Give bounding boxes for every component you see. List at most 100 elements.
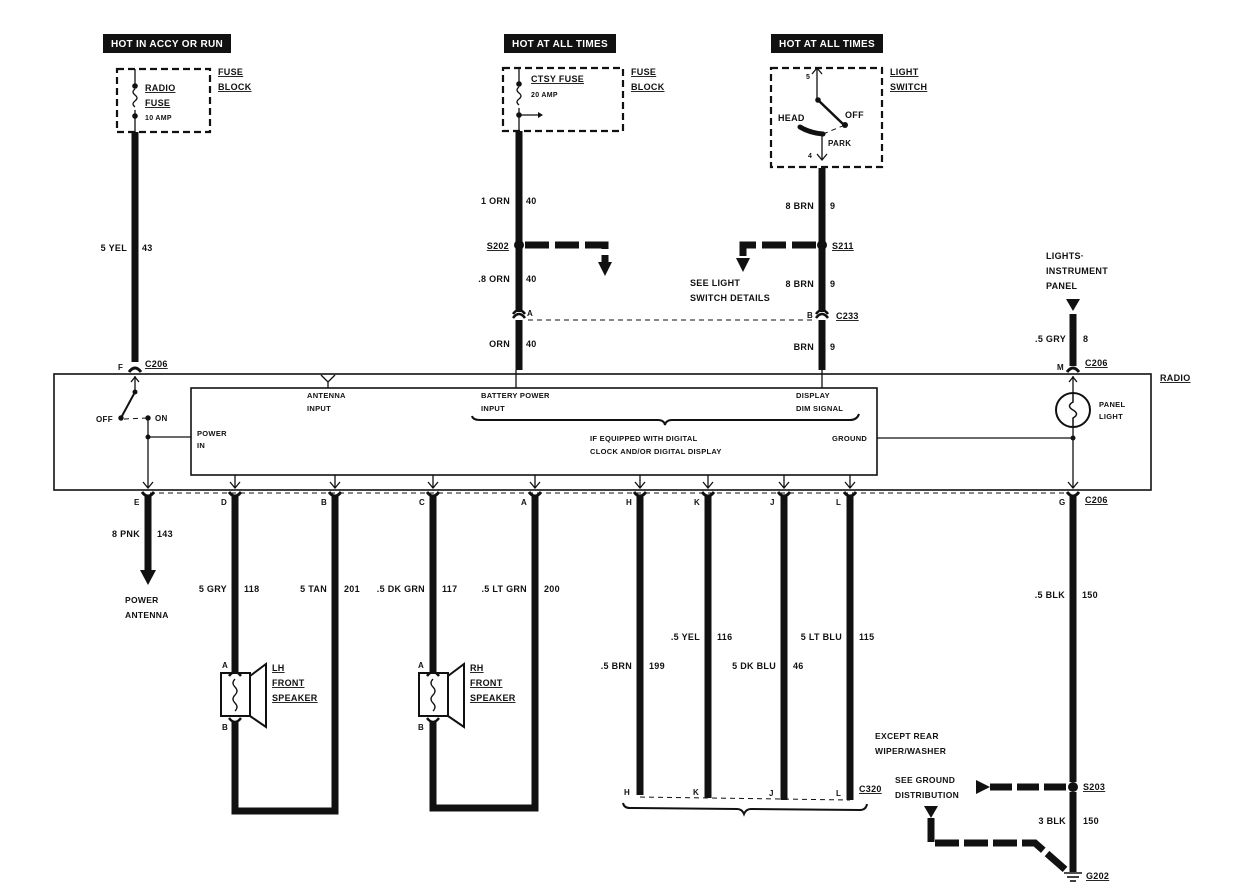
connector-c233: A B C233 [512, 308, 859, 321]
power-antenna: POWER ANTENNA [125, 570, 168, 620]
see-ground-note-2: DISTRIBUTION [895, 790, 959, 800]
see-light-switch-note-2: SWITCH DETAILS [690, 293, 770, 303]
arrow-down-icon [924, 806, 938, 818]
display-dim-label: DISPLAY [796, 391, 830, 400]
lights-label-2: INSTRUMENT [1046, 266, 1108, 276]
switch-off-label: OFF [96, 415, 113, 424]
circuit-number: 9 [830, 279, 835, 289]
arrow-down-icon [736, 258, 750, 272]
radio-unit: RADIO F C206 M C206 OFF ON POWER IN ANTE… [53, 358, 1190, 491]
circuit-number: 143 [157, 529, 173, 539]
circuit-number: 150 [1082, 590, 1098, 600]
fuse-block-label: FUSE [631, 67, 656, 77]
c320-pin: H [624, 788, 630, 797]
light-switch-label: LIGHT [890, 67, 919, 77]
pin-label: H [626, 498, 632, 507]
circuit-number: 40 [526, 274, 537, 284]
see-light-switch-note: SEE LIGHT [690, 278, 740, 288]
lights-label-3: PANEL [1046, 281, 1078, 291]
wire-label: .5 BLK [1035, 590, 1066, 600]
splice-s211-icon [817, 240, 827, 250]
splice-s202-icon [514, 240, 524, 250]
speaker-pin-a: A [418, 661, 424, 670]
wire-label: .5 DK GRN [377, 584, 425, 594]
wire-43: 5 YEL 43 [101, 132, 152, 362]
wire-label: .5 GRY [1035, 334, 1066, 344]
radio-fuse-name-2: FUSE [145, 98, 170, 108]
display-dim-label-2: DIM SIGNAL [796, 404, 843, 413]
digital-note: IF EQUIPPED WITH DIGITAL [590, 434, 698, 443]
see-ground-note: SEE GROUND [895, 775, 955, 785]
light-switch-head: HEAD [778, 113, 805, 123]
bottom-wire-l: L 5 LT BLU 115 [801, 475, 874, 800]
wire-label: 5 DK BLU [732, 661, 776, 671]
wire-label: 3 BLK [1038, 816, 1066, 826]
pin-label: A [521, 498, 527, 507]
pin-label: B [321, 498, 327, 507]
circuit-number: 201 [344, 584, 360, 594]
light-switch-pin-4: 4 [808, 153, 812, 160]
ctsy-fuse-name: CTSY FUSE [531, 74, 584, 84]
arrow-down-icon [140, 570, 156, 585]
wire-label: 5 TAN [300, 584, 327, 594]
circuit-number: 115 [859, 632, 874, 642]
c233-pin-b: B [807, 311, 813, 320]
fuse-block-label-2: BLOCK [631, 82, 665, 92]
circuit-number: 40 [526, 339, 537, 349]
fuse-terminal-icon [132, 83, 138, 89]
splice-s203-icon [1068, 782, 1078, 792]
wire-label: 5 GRY [199, 584, 227, 594]
antenna-input-label: ANTENNA [307, 391, 346, 400]
wire-label: 8 PNK [112, 529, 140, 539]
radio-fuse-rating: 10 AMP [145, 115, 172, 122]
wire-label: .5 BRN [601, 661, 632, 671]
splice-s203-label: S203 [1083, 782, 1105, 792]
power-source-center: HOT AT ALL TIMES [504, 34, 616, 53]
wire-9: 8 BRN 9 8 BRN 9 BRN 9 S211 SEE LIGHT SWI… [690, 168, 853, 370]
wire-label: 5 LT BLU [801, 632, 842, 642]
arrow-left-icon [976, 780, 990, 794]
speaker-label-3: SPEAKER [272, 693, 318, 703]
circuit-number: 116 [717, 632, 732, 642]
speaker-label-3: SPEAKER [470, 693, 516, 703]
c206-label: C206 [1085, 358, 1108, 368]
speaker-icon [220, 672, 251, 717]
power-in-label: POWER [197, 429, 227, 438]
bottom-wire-c: C .5 DK GRN 117 [377, 475, 457, 672]
radio-fuse-name: RADIO [145, 83, 176, 93]
circuit-number: 117 [442, 584, 457, 594]
light-switch-park: PARK [828, 139, 851, 148]
c233-label: C233 [836, 311, 859, 321]
wire-label: 8 BRN [785, 201, 814, 211]
input-arrow-icon [1066, 299, 1080, 311]
bottom-wire-h: H .5 BRN 199 [601, 475, 665, 795]
pin-label: C [419, 498, 425, 507]
pin-label: L [836, 498, 841, 507]
pin-label: J [770, 498, 775, 507]
circuit-number: 118 [244, 584, 259, 594]
connector-terminal-icon [1065, 491, 1081, 498]
wire-label: ORN [489, 339, 510, 349]
battery-power-label-2: INPUT [481, 404, 505, 413]
light-switch: 5 HEAD OFF PARK 4 LIGHT SWITCH [769, 66, 927, 169]
fuse-block-label: FUSE [218, 67, 243, 77]
except-rear-note: EXCEPT REAR [875, 731, 939, 741]
circuit-number: 200 [544, 584, 560, 594]
ground-section: EXCEPT REAR WIPER/WASHER SEE GROUND DIST… [875, 731, 1109, 882]
ground-label: GROUND [832, 434, 867, 443]
fuse-block-label-2: BLOCK [218, 82, 252, 92]
digital-note-2: CLOCK AND/OR DIGITAL DISPLAY [590, 447, 722, 456]
g202-label: G202 [1086, 871, 1109, 881]
circuit-number: 9 [830, 342, 835, 352]
light-switch-label-2: SWITCH [890, 82, 927, 92]
arrow-down-icon [598, 262, 612, 276]
c233-pin-a: A [527, 309, 533, 318]
speaker-label-2: FRONT [470, 678, 503, 688]
circuit-number: 199 [649, 661, 665, 671]
power-source-right-label: HOT AT ALL TIMES [779, 39, 875, 50]
